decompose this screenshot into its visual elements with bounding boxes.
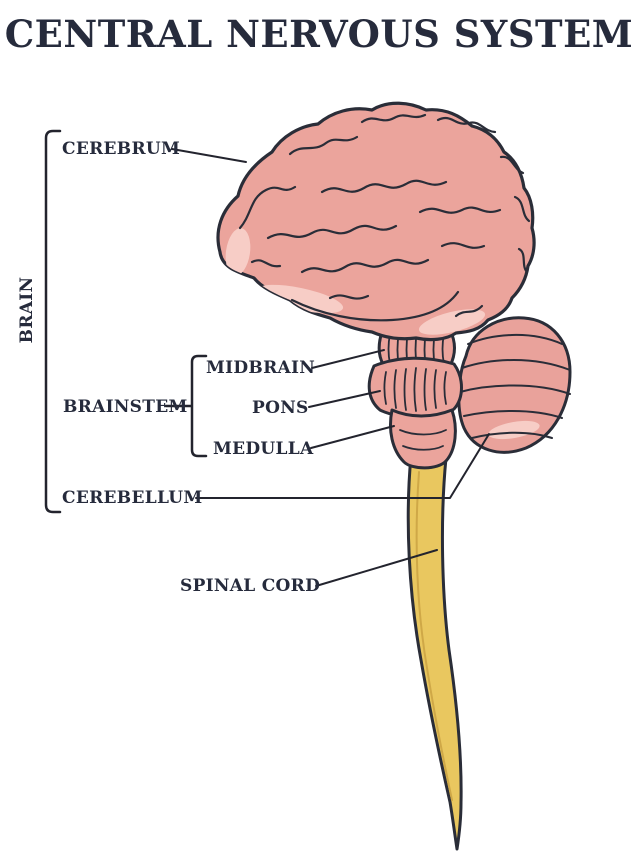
cerebellum-striations	[459, 334, 571, 439]
label-midbrain: MIDBRAIN	[206, 358, 316, 378]
cerebrum-gyri	[238, 113, 531, 322]
label-brain: BRAIN	[17, 276, 37, 344]
pointer-cerebrum	[171, 148, 247, 163]
spinal-cord-inner-line	[415, 471, 453, 801]
page-title: CENTRAL NERVOUS SYSTEM	[4, 12, 634, 56]
cerebrum-highlights	[225, 228, 486, 335]
medulla-shape	[389, 408, 457, 470]
label-cerebrum: CEREBRUM	[62, 139, 181, 159]
medulla-striations	[399, 429, 447, 451]
label-cerebellum: CEREBELLUM	[62, 488, 203, 508]
cerebrum-shape	[216, 101, 536, 342]
label-medulla: MEDULLA	[213, 439, 314, 459]
pointer-spinal-cord	[315, 549, 438, 587]
pons-shape	[367, 356, 463, 419]
pointer-cerebellum	[195, 433, 490, 499]
pointer-medulla	[310, 425, 395, 449]
pons-striations	[383, 367, 447, 412]
pointer-lines	[171, 148, 490, 587]
label-spinal-cord: SPINAL CORD	[180, 576, 321, 596]
pointer-pons	[308, 390, 381, 408]
label-brainstem: BRAINSTEM	[63, 397, 188, 417]
pointer-midbrain	[311, 349, 385, 369]
cerebellum-highlight	[488, 420, 540, 440]
brainstem-bracket	[164, 354, 208, 458]
brain-bracket	[44, 129, 62, 514]
label-pons: PONS	[252, 398, 309, 418]
